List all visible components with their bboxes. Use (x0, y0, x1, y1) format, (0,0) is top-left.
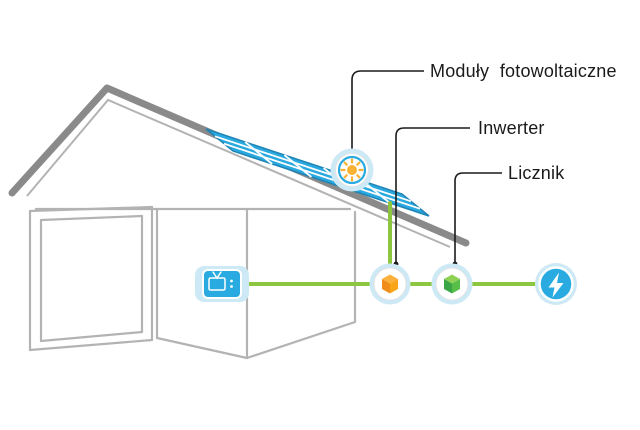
callout-inverter (395, 127, 470, 264)
tv-antenna (212, 271, 222, 280)
solar-panel (205, 128, 430, 217)
wall-line (245, 320, 357, 360)
panel-grid-line (244, 141, 273, 165)
roof-inner-line (26, 98, 451, 248)
sun-rays (340, 158, 364, 182)
tv-icon (195, 266, 249, 302)
wall-line (28, 338, 154, 352)
wall-line (39, 330, 144, 343)
wall-line (155, 336, 249, 360)
cube-left-face (382, 279, 390, 294)
house-walls (28, 205, 357, 360)
bolt-glyph (548, 272, 564, 298)
wall-line (28, 205, 154, 213)
meter-cube-icon (431, 263, 473, 305)
cube-right-face (390, 279, 398, 294)
inverter-cube-icon (369, 263, 411, 305)
lightning-icon (535, 263, 577, 305)
diagram-labels: Moduły fotowoltaiczne Inwerter Licznik (430, 61, 617, 183)
tv-knob (230, 285, 233, 288)
roof-outline (8, 84, 470, 247)
callout-meter (454, 172, 502, 264)
tv-knob (230, 279, 233, 283)
panel-grid-line (214, 135, 412, 203)
tv-body (202, 269, 242, 299)
label-inverter: Inwerter (478, 118, 545, 138)
panel-grid-line (283, 154, 312, 178)
cube-left-face (444, 279, 452, 294)
sun-icon (330, 148, 374, 192)
sun-core (347, 165, 357, 175)
label-meter: Licznik (508, 163, 565, 183)
cube-right-face (452, 279, 460, 294)
house-roof (8, 84, 470, 248)
label-modules: Moduły fotowoltaiczne (430, 61, 617, 81)
wall-line (39, 214, 144, 222)
callout-modules (351, 70, 424, 151)
panel-grid-line (223, 142, 421, 210)
